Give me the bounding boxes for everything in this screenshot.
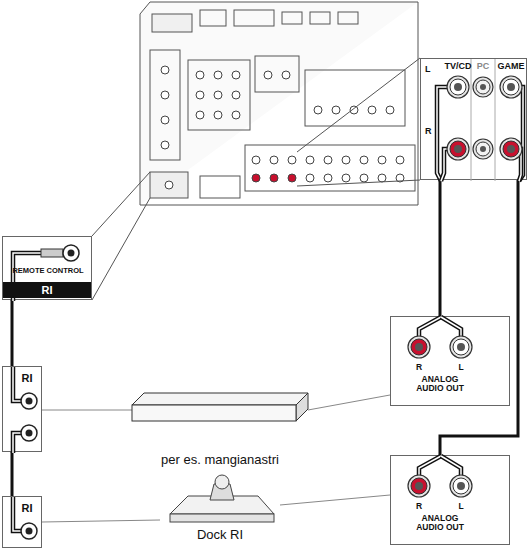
- channel-label: R: [416, 502, 422, 511]
- ri-logo: RI: [22, 372, 33, 384]
- device-caption: Dock RI: [197, 528, 243, 542]
- ri-logo: RI: [3, 282, 91, 298]
- jack-label: PC: [477, 62, 490, 72]
- device-drawing: [391, 456, 511, 546]
- audio-cable: [439, 180, 442, 316]
- terminal-label: REMOTE CONTROL: [12, 267, 83, 275]
- leader-line: [280, 495, 390, 505]
- ri-jack-box: RI: [2, 366, 42, 452]
- device-drawing: [391, 317, 511, 407]
- channel-label: L: [458, 502, 463, 511]
- ri-jack-box: RI: [2, 496, 42, 548]
- jack-label: GAME: [498, 62, 525, 72]
- device-drawing: [421, 59, 528, 181]
- ri-dock: Dock RI: [160, 474, 280, 546]
- channel-label: L: [458, 363, 463, 372]
- leader-line: [308, 395, 390, 410]
- output-label: ANALOG AUDIO OUT: [412, 375, 468, 394]
- channel-label: L: [425, 65, 431, 75]
- analog-out-box: R L ANALOG AUDIO OUT: [390, 316, 510, 406]
- channel-label: R: [425, 127, 432, 137]
- leader-line: [42, 410, 132, 411]
- jack-label: TV/CD: [445, 62, 472, 72]
- analog-out-box: R L ANALOG AUDIO OUT: [390, 455, 510, 545]
- device-caption: per es. mangianastri: [161, 453, 279, 467]
- audio-cable: [11, 300, 14, 366]
- output-label: ANALOG AUDIO OUT: [412, 514, 468, 533]
- cassette-deck: per es. mangianastri: [132, 393, 308, 475]
- remote-control-inset: REMOTE CONTROL RI: [2, 236, 92, 300]
- ri-logo: RI: [22, 502, 33, 514]
- jack-panel-inset: TV/CD L R PC GAME: [420, 58, 527, 180]
- channel-label: R: [416, 363, 422, 372]
- audio-cable: [11, 452, 14, 496]
- leader-line: [42, 520, 160, 522]
